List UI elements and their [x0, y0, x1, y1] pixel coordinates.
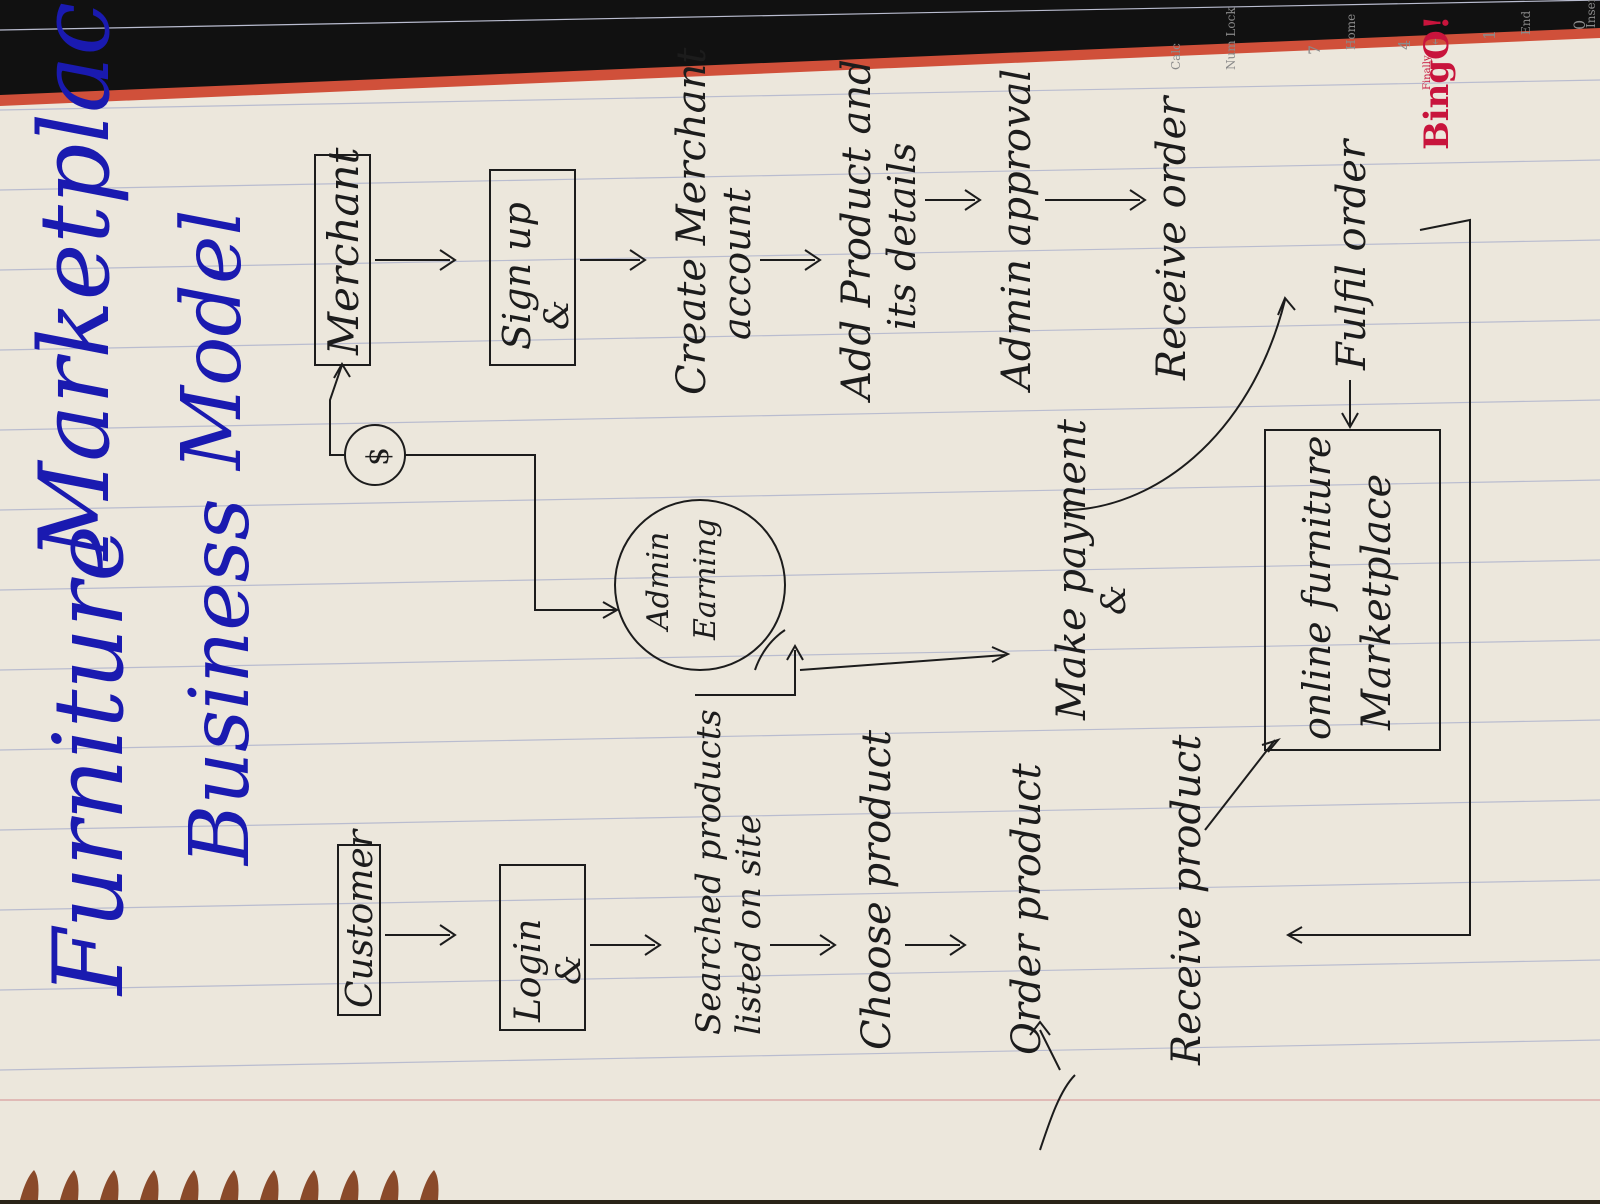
key-4: 4 [1395, 40, 1414, 50]
step-create-merchant-line2: account [715, 187, 759, 340]
customer-box [337, 844, 381, 1016]
make-payment-amp: & [1094, 585, 1134, 615]
spiral-binding [20, 1170, 439, 1200]
spiral-loop [60, 1170, 79, 1200]
admin-earning-circle [614, 499, 786, 671]
bingo-big: BingO! [1417, 15, 1457, 150]
admin-label: Admin [641, 532, 676, 633]
step-search-line2: listed on site [729, 814, 769, 1035]
step-fulfil-order: Fulfil order [1329, 137, 1375, 371]
title-word-1: Furniture [33, 525, 145, 997]
step-search-line1: Searched products [689, 709, 729, 1035]
ruled-line [0, 1039, 1600, 1071]
subtitle-word-2: Model [165, 209, 260, 472]
key-0: 0 [1570, 20, 1589, 30]
ruled-line [0, 479, 1600, 511]
merchant-label: Merchant [319, 147, 368, 356]
key-calc: Calc [1169, 43, 1183, 70]
key-numlock: Num Lock [1224, 7, 1238, 70]
spiral-loop [100, 1170, 119, 1200]
step-receive-order: Receive order [1149, 94, 1195, 381]
signup-label: Sign up [495, 202, 539, 350]
login-label: Login [508, 919, 549, 1023]
login-amp: & [549, 955, 589, 985]
bingo-small: Finally [1422, 55, 1433, 90]
spiral-loop [340, 1170, 359, 1200]
spiral-loop [260, 1170, 279, 1200]
spiral-loop [300, 1170, 319, 1200]
flow-connectors [329, 296, 1296, 1151]
step-add-product-line1: Add Product and [834, 59, 880, 404]
keyboard-strip [0, 0, 1600, 100]
customer-label: Customer [340, 828, 381, 1008]
marketplace-arrows [1204, 218, 1471, 944]
login-box [499, 864, 586, 1031]
ruled-line [0, 159, 1600, 191]
ruled-line [0, 319, 1600, 351]
key-home: Home [1344, 14, 1358, 50]
key-1: 1 [1480, 30, 1499, 40]
notebook-page [0, 38, 1600, 1200]
page-content: Furniture Marketplace Business Model Cus… [0, 0, 1600, 1151]
subtitle-word-1: Business [173, 498, 268, 867]
ruled-line [0, 239, 1600, 271]
step-create-merchant-line1: Create Merchant [669, 47, 715, 395]
dollar-sign: $ [361, 447, 396, 466]
earning-label: Earning [688, 518, 723, 641]
bingo-logo: Finally BingO! [1417, 15, 1457, 150]
spiral-loop [420, 1170, 439, 1200]
make-payment-label: Make payment [1049, 418, 1095, 721]
notebook-red-edge [0, 28, 1600, 108]
key-left: ← [1428, 33, 1444, 45]
spiral-loop [140, 1170, 159, 1200]
signup-amp: & [537, 300, 577, 330]
key-insert: Inser [1584, 0, 1598, 28]
keyboard-keys: Calc Num Lock 7 Home 4 ← 1 End 0 [1169, 7, 1589, 70]
step-add-product-line2: its details [880, 142, 924, 330]
key-7: 7 [1305, 45, 1324, 55]
ruled-line [0, 79, 1600, 111]
ruled-lines [0, 0, 1600, 1101]
step-order: Order product [1004, 762, 1050, 1055]
ruled-line [0, 799, 1600, 831]
spiral-loop [220, 1170, 239, 1200]
ruled-line [0, 959, 1600, 991]
marketplace-line2: Marketplace [1354, 474, 1400, 731]
ruled-line [0, 0, 1600, 31]
step-receive-product: Receive product [1164, 734, 1210, 1066]
ruled-line [0, 559, 1600, 591]
marketplace-line1: online furniture [1295, 436, 1339, 740]
customer-arrows [385, 924, 967, 956]
merchant-arrows [375, 189, 1147, 271]
marketplace-box [1264, 429, 1441, 751]
spiral-loop [180, 1170, 199, 1200]
key-end: End [1519, 11, 1533, 35]
step-admin-approval: Admin approval [994, 69, 1040, 394]
ruled-line [0, 399, 1600, 431]
spiral-loop [20, 1170, 39, 1200]
signup-box [489, 169, 576, 366]
step-choose: Choose product [854, 729, 900, 1050]
ruled-line [0, 719, 1600, 751]
title-word-2: Marketplace [19, 0, 131, 562]
spiral-loop [380, 1170, 399, 1200]
ruled-line [0, 879, 1600, 911]
